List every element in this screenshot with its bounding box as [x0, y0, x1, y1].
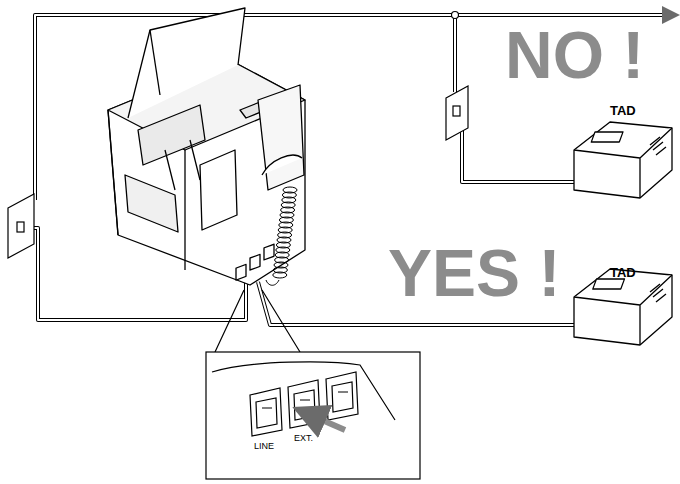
warning-text: NO !: [505, 22, 644, 88]
device-label: TAD: [610, 104, 636, 117]
arrow-head: [662, 6, 680, 24]
device-label: TAD: [610, 266, 636, 279]
wires: [26, 15, 664, 325]
port-label: LINE: [254, 442, 274, 451]
junction-dot: [452, 12, 459, 19]
approval-text: YES !: [388, 240, 560, 306]
curly-cord: [266, 187, 297, 285]
port-label: EXT.: [294, 434, 313, 443]
port-inset: [206, 290, 420, 479]
fax-machine: [108, 8, 305, 285]
pointer-arrow: [322, 420, 345, 430]
answering-machines: [574, 122, 672, 345]
